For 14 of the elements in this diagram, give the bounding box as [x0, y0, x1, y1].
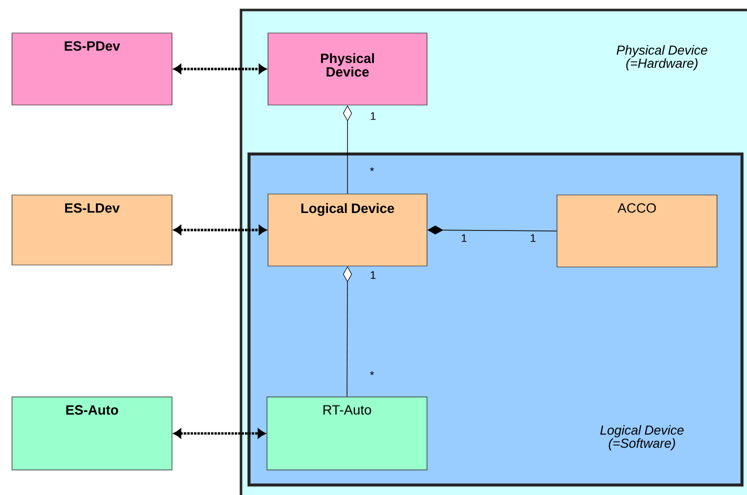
multiplicity-label: *	[370, 167, 374, 172]
class-box: RT-Auto	[266, 396, 428, 470]
arrow	[174, 64, 266, 74]
arrow	[174, 428, 266, 438]
class-box: ACCO	[556, 194, 718, 268]
class-box: Physical Device	[268, 32, 428, 106]
class-box: ES-PDev	[12, 32, 172, 106]
multiplicity-label: *	[370, 371, 374, 376]
class-box: Logical Device	[268, 194, 428, 266]
multiplicity-label: 1	[530, 234, 536, 242]
class-box: ES-Auto	[12, 396, 172, 470]
arrow	[174, 225, 266, 235]
multiplicity-label: 1	[462, 234, 467, 242]
class-box: ES-LDev	[12, 194, 172, 266]
